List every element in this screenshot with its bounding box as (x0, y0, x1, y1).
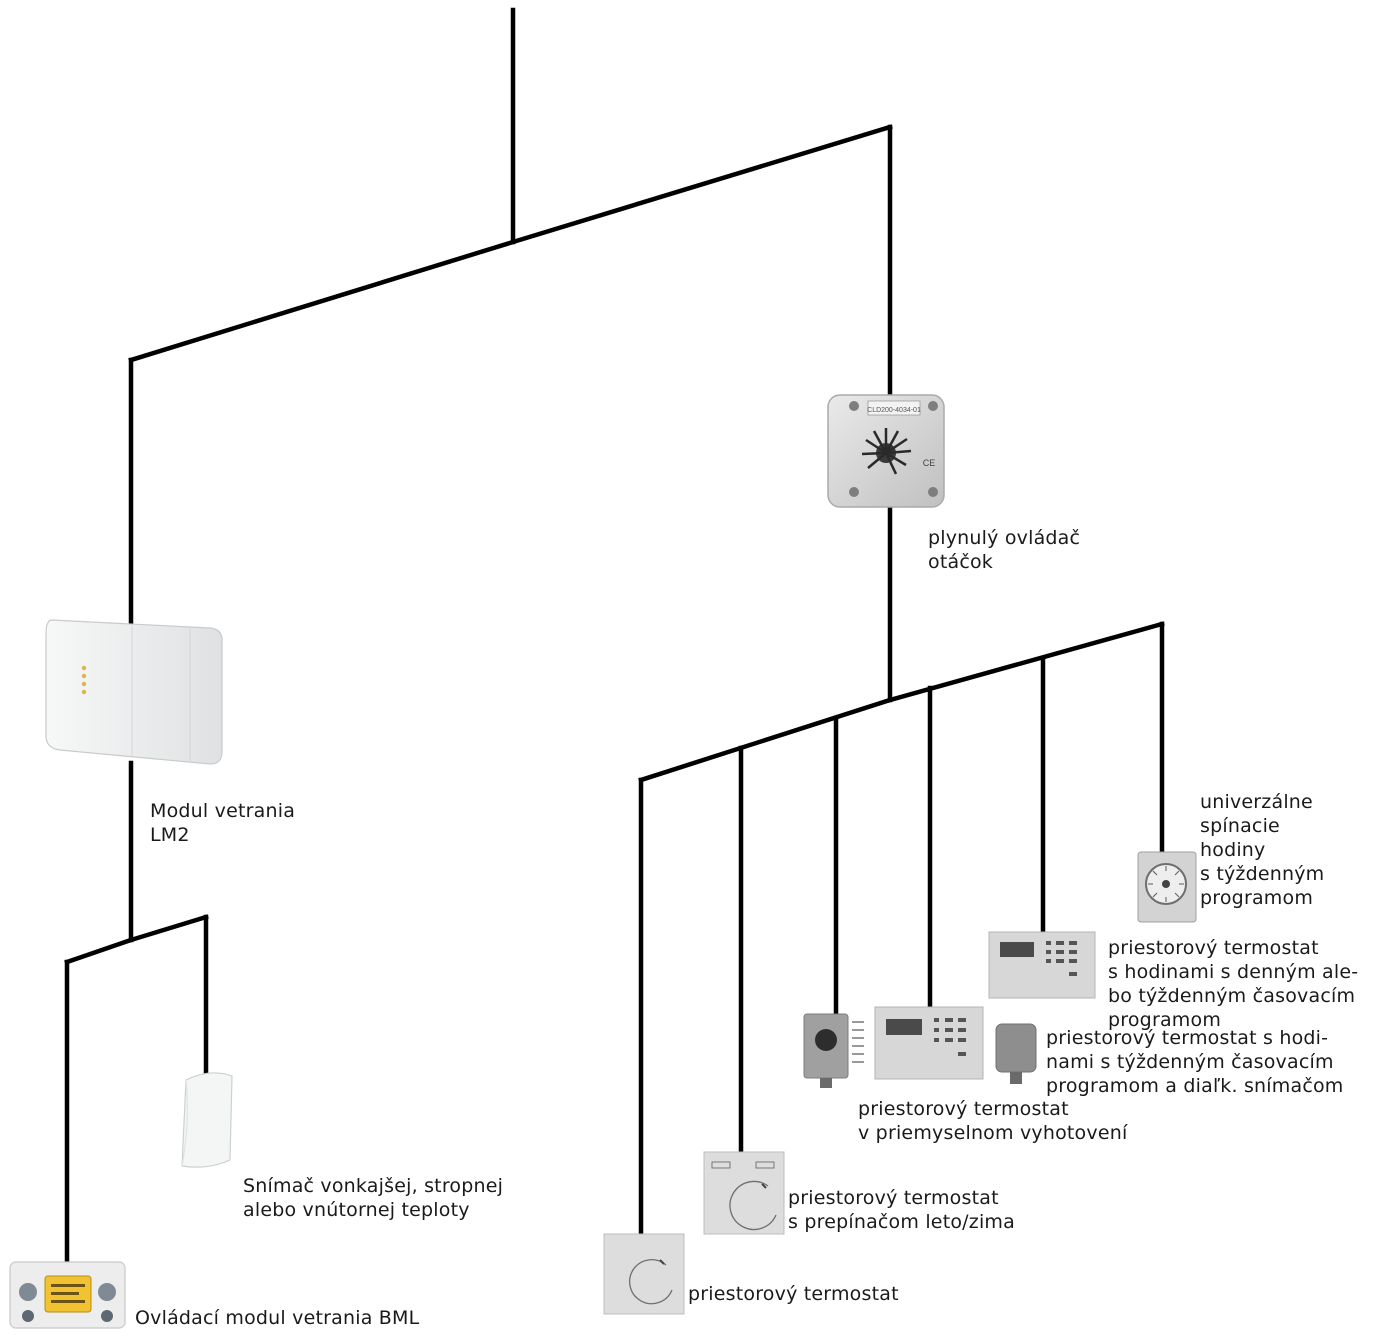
speed-controller-device (827, 394, 945, 508)
temperature-sensor-device (181, 1072, 233, 1168)
temperature-sensor-label: Snímač vonkajšej, stropnej alebo vnútorn… (243, 1175, 504, 1221)
universal-timer-device (1137, 851, 1197, 923)
lm2-module-device (45, 619, 223, 765)
lower-left-branch-b (128, 914, 209, 943)
remote-sensor-thermostat-device (874, 1006, 1037, 1084)
universal-timer-label: univerzálne spínacie hodiny s týždenným … (1200, 791, 1325, 909)
speed-knob-ticks (861, 428, 912, 475)
basic-thermostat-device (603, 1233, 685, 1315)
industrial-thermostat-label: priestorový termostat v priemyselnom vyh… (858, 1098, 1128, 1144)
lower-left-branch-a (64, 937, 134, 965)
daily-weekly-thermostat-buttons (1046, 941, 1077, 976)
main-branch-right (510, 124, 893, 245)
industrial-thermostat-device (803, 1013, 864, 1088)
fan-bus-right (887, 621, 1165, 703)
daily-weekly-thermostat-device (988, 931, 1096, 999)
fan-bus-left (638, 697, 893, 783)
industrial-scale-ticks (852, 1021, 864, 1063)
ce-mark-text: CE (923, 458, 936, 468)
remote-sensor-thermostat-label: priestorový termostat s hodi- nami s týž… (1046, 1027, 1344, 1097)
summer-winter-thermostat-device (703, 1151, 785, 1235)
basic-thermostat-label: priestorový termostat (688, 1283, 899, 1305)
bml-module-device (9, 1261, 126, 1329)
lm2-module-label: Modul vetrania LM2 (150, 800, 296, 846)
bml-module-label: Ovládací modul vetrania BML (135, 1307, 420, 1329)
timer-dial-segments (1148, 866, 1184, 902)
summer-winter-thermostat-label: priestorový termostat s prepínačom leto/… (788, 1187, 1015, 1233)
daily-weekly-thermostat-label: priestorový termostat s hodinami s denný… (1108, 937, 1359, 1031)
remote-sensor-thermostat-buttons (934, 1018, 966, 1056)
speed-controller-plate-text: CLD200-4034-01 (867, 407, 921, 414)
speed-controller-label: plynulý ovládač otáčok (928, 527, 1081, 573)
main-branch-left (128, 239, 516, 363)
connection-lines (64, 7, 1165, 1265)
